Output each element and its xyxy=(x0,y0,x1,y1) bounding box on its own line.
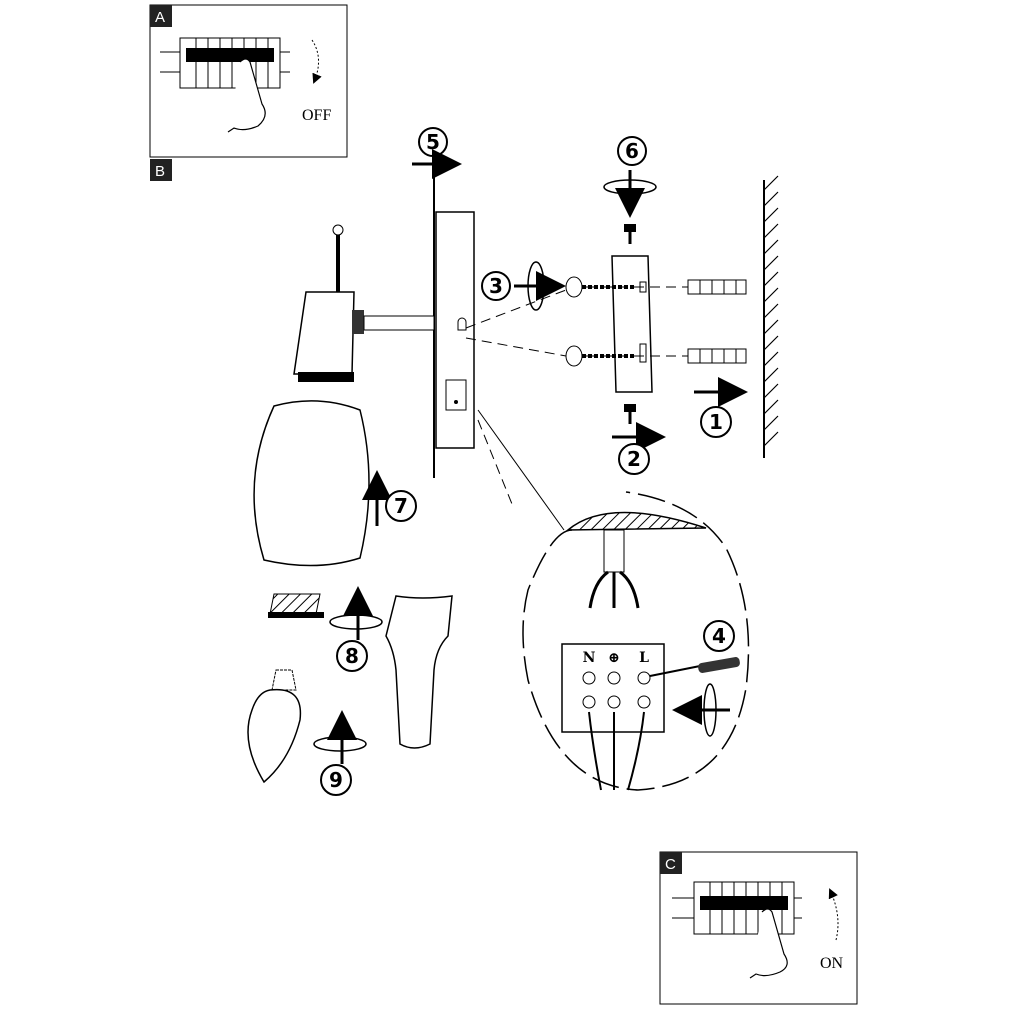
wall-plate xyxy=(433,170,475,478)
set-screw-icon xyxy=(624,404,636,424)
panel-c-label-box xyxy=(660,852,682,874)
panel-b-label-box xyxy=(150,159,172,181)
step-1-number: 1 xyxy=(709,410,723,434)
wall-plug-icon xyxy=(687,348,747,364)
wall-plug-icon xyxy=(687,279,747,295)
hand-a-icon xyxy=(227,58,266,133)
step-7: 7 xyxy=(362,470,417,526)
hook-icon xyxy=(457,317,467,331)
terminal-l-label: L xyxy=(639,650,649,666)
panel-c-frame xyxy=(659,851,858,1005)
step-4: 4 xyxy=(672,620,735,737)
screwdriver-icon xyxy=(649,657,740,677)
rotate-icon xyxy=(329,614,383,630)
rotate-up-arrow-icon xyxy=(828,888,839,941)
step-1: 1 xyxy=(694,377,748,438)
step-6: 6 xyxy=(603,136,657,218)
step-9-number: 9 xyxy=(329,768,343,792)
set-screw-icon xyxy=(624,224,636,244)
step-2: 2 xyxy=(612,422,666,475)
mounting-bracket xyxy=(611,255,653,393)
switch-off-label: OFF xyxy=(302,107,331,124)
step-4-number: 4 xyxy=(712,624,726,648)
panel-a-label: A xyxy=(155,9,165,26)
lamp-ring-icon xyxy=(268,593,324,618)
step-9: 9 xyxy=(313,710,367,796)
step-5-number: 5 xyxy=(426,130,440,154)
step-6-number: 6 xyxy=(625,139,639,163)
glass-shade-icon xyxy=(253,400,370,567)
breaker-box-a-icon xyxy=(160,37,290,89)
step-3-number: 3 xyxy=(489,274,503,298)
rotate-down-arrow-icon xyxy=(311,39,322,84)
wiring-detail: N ⊕ L xyxy=(477,409,750,791)
step-8-number: 8 xyxy=(345,644,359,668)
panel-a-label-box xyxy=(150,5,172,27)
step-5: 5 xyxy=(412,127,462,179)
step-7-number: 7 xyxy=(394,494,408,518)
hand-c-icon xyxy=(749,908,788,979)
rotate-icon xyxy=(313,736,367,752)
switch-on-label: ON xyxy=(820,955,844,972)
terminal-n-label: N xyxy=(583,650,596,666)
switch-icon xyxy=(445,379,467,411)
breaker-box-c-icon xyxy=(672,881,802,935)
panel-a: A OFF xyxy=(149,4,348,158)
terminal-earth-label: ⊕ xyxy=(608,650,620,666)
step-8: 8 xyxy=(329,586,383,672)
bulb-tool-icon xyxy=(385,595,453,749)
step-3: 3 xyxy=(481,261,566,311)
panel-c: C ON xyxy=(659,851,858,1005)
step-2-number: 2 xyxy=(627,447,641,471)
spotlight-head-icon xyxy=(293,224,435,382)
panel-b-label: B xyxy=(155,163,165,180)
wall-icon xyxy=(763,175,779,458)
panel-b: B xyxy=(150,159,172,181)
panel-c-label: C xyxy=(665,856,676,873)
panel-a-frame xyxy=(149,4,348,158)
bulb-icon xyxy=(247,669,302,784)
